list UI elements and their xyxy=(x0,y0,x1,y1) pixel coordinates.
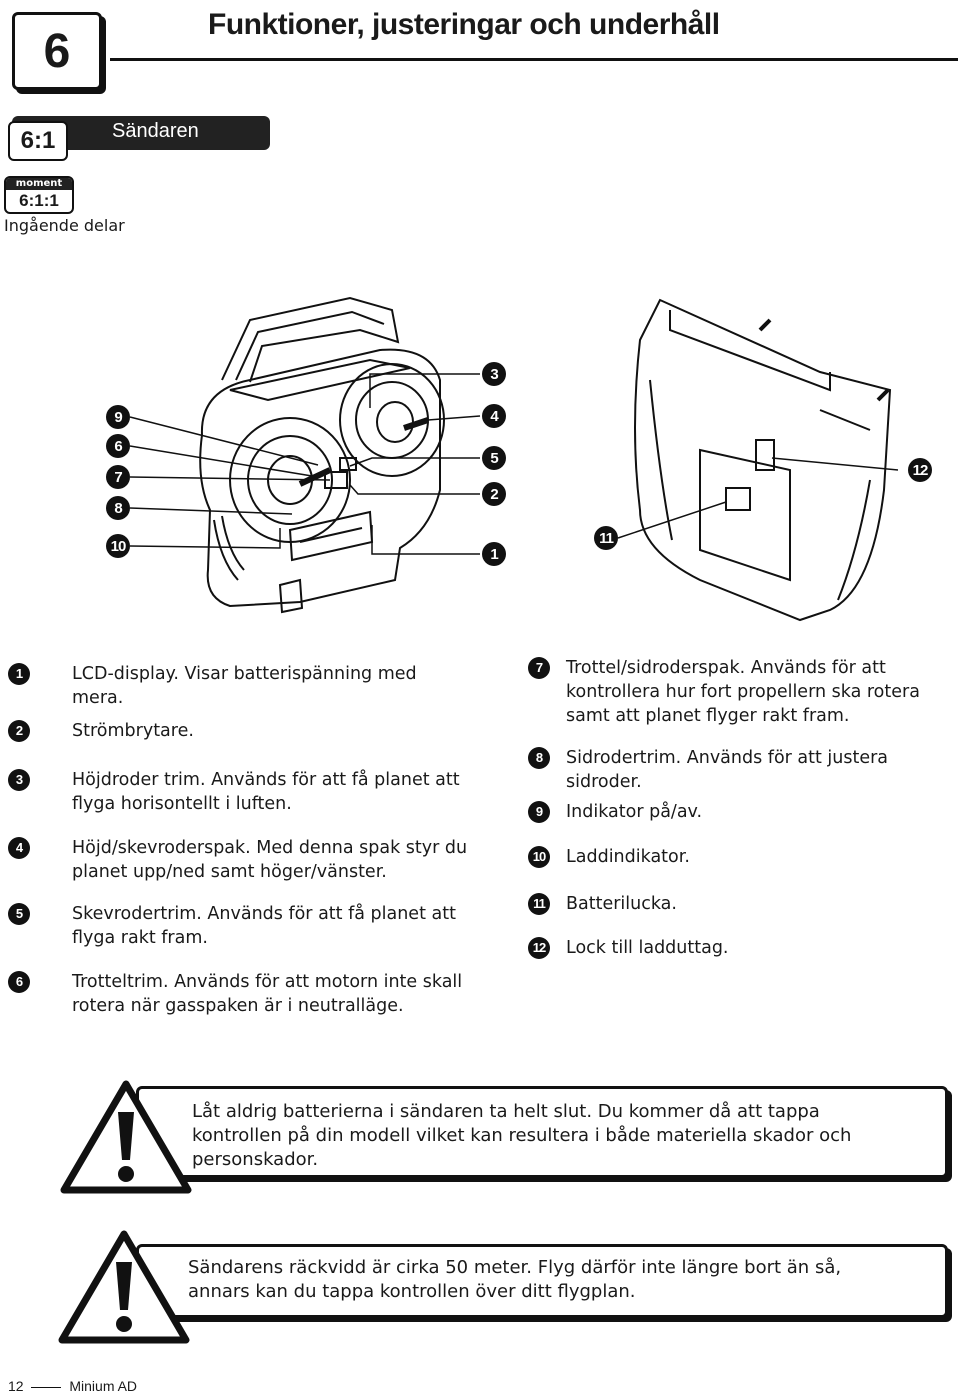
legend-marker: 2 xyxy=(8,720,30,742)
callout-6: 6 xyxy=(106,434,130,458)
legend-text: Batterilucka. xyxy=(566,894,677,914)
title-rule xyxy=(110,18,958,61)
legend-text: Strömbrytare. xyxy=(72,721,194,741)
legend-text: Sidrodertrim. Används för att justera si… xyxy=(566,748,889,792)
legend-item-10: 10 Laddindikator. xyxy=(528,845,958,869)
legend-item-5: 5 Skevrodertrim. Används för att få plan… xyxy=(8,902,478,950)
callout-4: 4 xyxy=(482,404,506,428)
legend-marker: 11 xyxy=(528,893,550,915)
legend-marker: 8 xyxy=(528,747,550,769)
legend-text: Höjdroder trim. Används för att få plane… xyxy=(72,770,460,814)
page-title: Funktioner, justeringar och underhåll xyxy=(208,8,720,41)
legend-item-11: 11 Batterilucka. xyxy=(528,892,958,916)
moment-caption: Ingående delar xyxy=(4,216,125,235)
legend-item-4: 4 Höjd/skevroderspak. Med denna spak sty… xyxy=(8,836,478,884)
callout-9: 9 xyxy=(106,405,130,429)
legend-item-2: 2 Strömbrytare. xyxy=(8,719,448,743)
legend-item-3: 3 Höjdroder trim. Används för att få pla… xyxy=(8,768,478,816)
warning-triangle-icon xyxy=(58,1230,190,1344)
chapter-number: 6 xyxy=(12,12,102,90)
legend-item-7: 7 Trottel/sidroderspak. Används för att … xyxy=(528,656,958,728)
callout-7: 7 xyxy=(106,465,130,489)
legend-item-9: 9 Indikator på/av. xyxy=(528,800,958,824)
callout-2: 2 xyxy=(482,482,506,506)
legend-text: Trotteltrim. Används för att motorn inte… xyxy=(72,972,463,1016)
callout-10: 10 xyxy=(106,534,130,558)
callout-12: 12 xyxy=(908,458,932,482)
footer: 12 Minium AD xyxy=(8,1378,137,1394)
section-number: 6:1 xyxy=(8,121,68,161)
legend-marker: 5 xyxy=(8,903,30,925)
transmitter-back-illustration xyxy=(634,298,892,622)
legend-marker: 4 xyxy=(8,837,30,859)
callout-8: 8 xyxy=(106,496,130,520)
legend-marker: 10 xyxy=(528,846,550,868)
section-title: Sändaren xyxy=(112,120,199,142)
callout-1: 1 xyxy=(482,542,506,566)
legend-text: Skevrodertrim. Används för att få planet… xyxy=(72,904,456,948)
legend-marker: 6 xyxy=(8,971,30,993)
moment-label: moment xyxy=(6,178,72,190)
warning-box-1 xyxy=(136,1086,948,1178)
legend-item-6: 6 Trotteltrim. Används för att motorn in… xyxy=(8,970,488,1018)
legend-marker: 3 xyxy=(8,769,30,791)
warning-box-2 xyxy=(136,1244,948,1318)
moment-box: moment 6:1:1 xyxy=(4,176,74,214)
legend-text: Lock till ladduttag. xyxy=(566,938,729,958)
warning-text-2: Sändarens räckvidd är cirka 50 meter. Fl… xyxy=(188,1257,842,1302)
legend-text: Indikator på/av. xyxy=(566,802,703,822)
legend-text: Trottel/sidroderspak. Används för att ko… xyxy=(566,658,920,726)
legend-marker: 12 xyxy=(528,937,550,959)
legend-marker: 7 xyxy=(528,657,550,679)
footer-rule xyxy=(31,1386,62,1388)
callout-5: 5 xyxy=(482,446,506,470)
legend-marker: 9 xyxy=(528,801,550,823)
moment-number: 6:1:1 xyxy=(19,191,59,210)
legend-item-8: 8 Sidrodertrim. Används för att justera … xyxy=(528,746,958,794)
warning-text-1: Låt aldrig batterierna i sändaren ta hel… xyxy=(192,1101,852,1170)
page-number: 12 xyxy=(8,1378,24,1394)
legend-marker: 1 xyxy=(8,663,30,685)
callout-3: 3 xyxy=(482,362,506,386)
warning-triangle-icon xyxy=(60,1080,192,1194)
legend-text: Höjd/skevroderspak. Med denna spak styr … xyxy=(72,838,468,882)
transmitter-front-illustration xyxy=(199,296,445,614)
legend-text: Laddindikator. xyxy=(566,847,690,867)
callout-11: 11 xyxy=(594,526,618,550)
footer-brand: Minium AD xyxy=(69,1378,138,1394)
leader-lines xyxy=(129,373,899,555)
legend-item-12: 12 Lock till ladduttag. xyxy=(528,936,958,960)
legend-item-1: 1 LCD-display. Visar batterispänning med… xyxy=(8,662,448,710)
legend-text: LCD-display. Visar batterispänning med m… xyxy=(72,664,417,708)
transmitter-diagram xyxy=(129,296,899,622)
